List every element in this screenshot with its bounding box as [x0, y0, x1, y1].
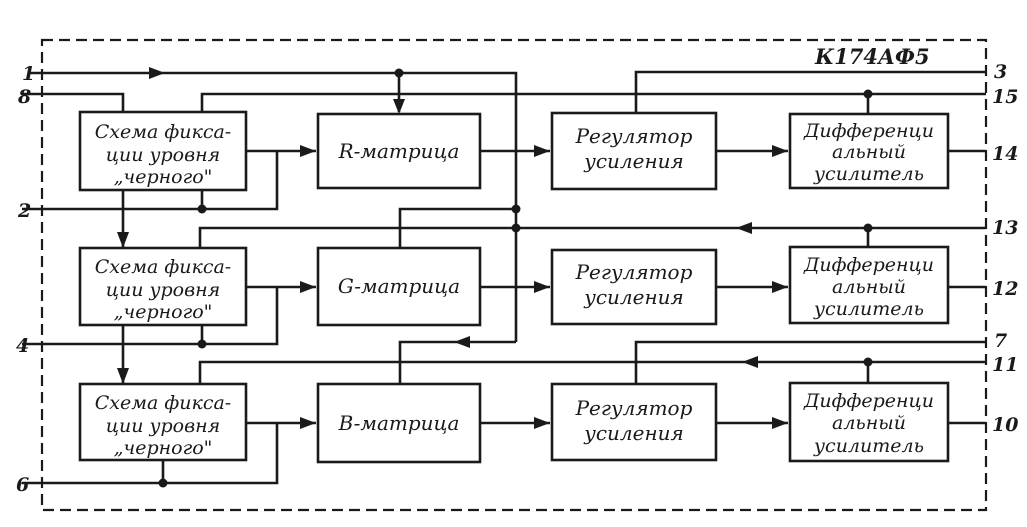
- diff-amp-block-r: Дифференци альный усилитель: [788, 112, 950, 190]
- r-matrix-label: R-матрица: [338, 139, 460, 163]
- gain-r-line-2: усиления: [583, 149, 684, 173]
- g-matrix-block: G-матрица: [316, 246, 482, 327]
- clamp-g-line-3: „черного": [114, 301, 213, 323]
- pin-10-label: 10: [992, 414, 1018, 436]
- gain-control-block-r: Регулятор усиления: [550, 111, 718, 191]
- diff-amp-block-g: Дифференци альный усилитель: [788, 245, 950, 325]
- clamp-b-line-1: Схема фикса-: [95, 392, 231, 414]
- gain-b-line-2: усиления: [583, 421, 684, 445]
- clamp-block-r: Схема фикса- ции уровня „черного": [78, 110, 248, 192]
- pin-15-label: 15: [992, 86, 1018, 108]
- gain-control-block-g: Регулятор усиления: [550, 248, 718, 326]
- pin-11-label: 11: [992, 354, 1018, 376]
- pin-13-label: 13: [992, 217, 1018, 239]
- clamp-r-line-2: ции уровня: [106, 144, 221, 166]
- pin-8-label: 8: [17, 86, 31, 108]
- clamp-b-line-3: „черного": [114, 437, 213, 459]
- junctions: [158, 68, 873, 488]
- pin-7-label: 7: [994, 330, 1007, 352]
- diff-g-line-3: усилитель: [813, 298, 924, 320]
- pin-4-label: 4: [16, 335, 29, 357]
- b-matrix-block: B-матрица: [316, 382, 482, 464]
- b-matrix-label: B-матрица: [338, 411, 460, 435]
- diff-g-line-1: Дифференци: [803, 254, 934, 276]
- gain-b-line-1: Регулятор: [575, 396, 693, 420]
- diff-g-line-2: альный: [832, 276, 906, 298]
- pin-14-label: 14: [992, 143, 1018, 165]
- diff-amp-block-b: Дифференци альный усилитель: [788, 381, 950, 463]
- diff-b-line-3: усилитель: [813, 435, 924, 457]
- pin-2-label: 2: [17, 200, 31, 222]
- gain-control-block-b: Регулятор усиления: [550, 382, 718, 462]
- gain-g-line-2: усиления: [583, 285, 684, 309]
- chip-type-label: К174АФ5: [814, 44, 930, 69]
- clamp-r-line-1: Схема фикса-: [95, 121, 231, 143]
- pin-3-label: 3: [994, 61, 1007, 83]
- pin-1-label: 1: [22, 63, 35, 85]
- clamp-block-b: Схема фикса- ции уровня „черного": [78, 382, 248, 462]
- diff-b-line-2: альный: [832, 412, 906, 434]
- clamp-b-line-2: ции уровня: [106, 415, 221, 437]
- clamp-g-line-1: Схема фикса-: [95, 256, 231, 278]
- gain-g-line-1: Регулятор: [575, 260, 693, 284]
- g-matrix-label: G-матрица: [338, 274, 460, 298]
- diff-r-line-1: Дифференци: [803, 120, 934, 142]
- gain-r-line-1: Регулятор: [575, 124, 693, 148]
- clamp-block-g: Схема фикса- ции уровня „черного": [78, 246, 248, 327]
- pin-6-label: 6: [16, 474, 29, 496]
- clamp-r-line-3: „черного": [114, 166, 213, 188]
- r-matrix-block: R-матрица: [316, 112, 482, 190]
- diff-b-line-1: Дифференци: [803, 390, 934, 412]
- chip-boundary: [40, 38, 988, 512]
- diff-r-line-3: усилитель: [813, 163, 924, 185]
- arrowheads: [117, 67, 788, 429]
- pin-12-label: 12: [992, 278, 1018, 300]
- diff-r-line-2: альный: [832, 141, 906, 163]
- clamp-g-line-2: ции уровня: [106, 279, 221, 301]
- pin-labels: 1 8 2 4 6 3 15 14 13 12 7 11 10: [16, 61, 1018, 496]
